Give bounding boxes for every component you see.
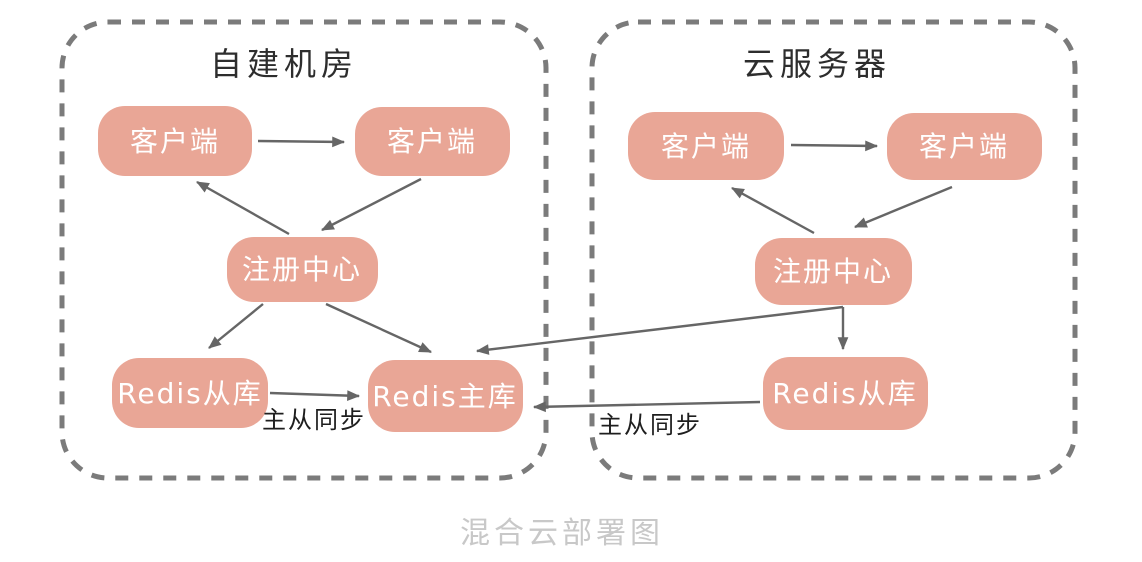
node-onprem-client-1-box — [98, 106, 252, 176]
node-onprem-client-2-box — [355, 107, 510, 176]
cloud-sync-label: 主从同步 — [598, 411, 702, 439]
node-onprem-redis-slave-box — [112, 358, 268, 428]
node-onprem-client-1-label: 客户端 — [130, 125, 220, 158]
cloud-group: 云服务器 客户端 客户端 注册中心 Redis从库 主从同步 — [589, 19, 1078, 481]
node-cloud-client-2-box — [887, 113, 1042, 180]
edge-cloud-redis-slave-to-onprem-redis-master — [532, 400, 761, 413]
node-cloud-client-1-label: 客户端 — [661, 130, 751, 163]
node-onprem-redis-master: Redis主库 — [368, 360, 523, 432]
node-onprem-redis-slave-label: Redis从库 — [117, 377, 263, 410]
edge-onprem-registry-to-client1 — [196, 180, 290, 236]
node-cloud-client-2-label: 客户端 — [919, 130, 1009, 163]
node-cloud-client-2: 客户端 — [887, 113, 1042, 180]
onprem-group-title: 自建机房 — [210, 45, 358, 83]
node-onprem-client-1: 客户端 — [98, 106, 252, 176]
node-cloud-client-1: 客户端 — [628, 112, 784, 180]
node-cloud-registry-label: 注册中心 — [773, 255, 893, 288]
edge-onprem-registry-to-redis-slave — [208, 303, 264, 349]
node-onprem-client-2-label: 客户端 — [387, 125, 477, 158]
node-cloud-registry: 注册中心 — [755, 238, 912, 305]
node-cloud-redis-slave-box — [763, 357, 928, 430]
node-cloud-redis-slave-label: Redis从库 — [772, 377, 918, 410]
edge-onprem-client2-to-registry — [321, 177, 422, 232]
node-onprem-registry-label: 注册中心 — [242, 253, 362, 286]
node-cloud-redis-slave: Redis从库 — [763, 357, 928, 430]
onprem-container-border — [59, 19, 549, 481]
node-onprem-redis-master-box — [368, 360, 523, 432]
cloud-container-border — [589, 19, 1078, 481]
node-onprem-client-2: 客户端 — [355, 107, 510, 176]
edge-onprem-client1-to-client2 — [257, 136, 346, 148]
node-cloud-registry-box — [755, 238, 912, 305]
onprem-sync-label: 主从同步 — [262, 406, 366, 434]
edge-cloud-registry-to-client1 — [731, 186, 815, 235]
node-cloud-client-1-box — [628, 112, 784, 180]
node-onprem-registry-box — [227, 237, 378, 302]
cloud-group-title: 云服务器 — [743, 45, 891, 83]
edge-onprem-redis-slave-to-redis-master — [269, 390, 361, 401]
edge-cloud-client1-to-client2 — [790, 140, 879, 152]
node-onprem-redis-master-label: Redis主库 — [372, 380, 518, 413]
edge-cloud-client2-to-registry — [854, 185, 953, 229]
edge-onprem-registry-to-redis-master — [325, 302, 432, 354]
onprem-group: 自建机房 客户端 客户端 注册中心 Redis从库 Redis主库 主从同步 — [59, 19, 549, 481]
diagram-caption: 混合云部署图 — [460, 516, 664, 551]
node-onprem-redis-slave: Redis从库 — [112, 358, 268, 428]
node-onprem-registry: 注册中心 — [227, 237, 378, 302]
edge-cloud-registry-to-onprem-redis-master — [475, 305, 844, 355]
